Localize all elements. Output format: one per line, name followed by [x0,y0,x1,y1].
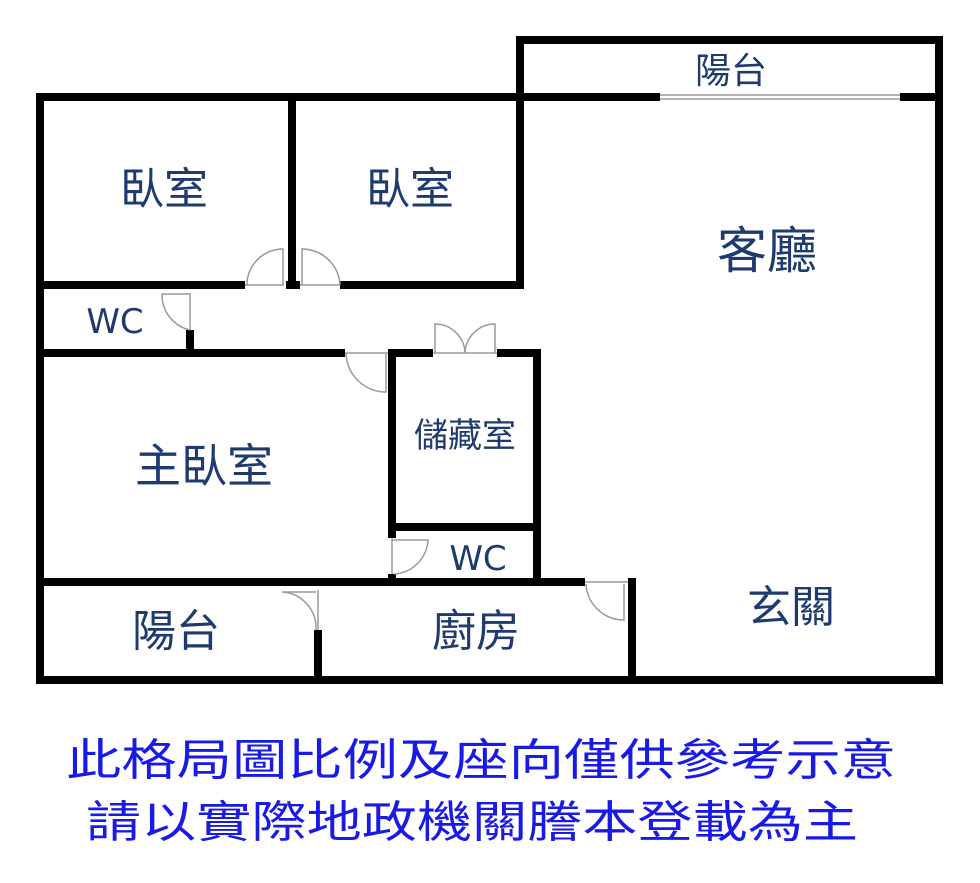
wall [900,93,943,101]
wall [288,93,296,289]
door-icon [585,581,628,621]
room-label-living-room: 客廳 [717,222,817,280]
room-label-entrance: 玄關 [747,582,835,633]
wall [935,36,943,684]
wall [314,630,322,684]
disclaimer-line-1: 此格局圖比例及座向僅供參考示意 [66,735,896,786]
wall [186,330,194,357]
wall [36,93,524,101]
door-icon [281,590,319,631]
door-icon [345,352,388,393]
room-label-bedroom-1: 臥室 [120,164,208,215]
sliding-door-icon [660,94,900,100]
disclaimer-line-2: 請以實際地政機關謄本登載為主 [86,797,858,848]
room-label-bedroom-2: 臥室 [366,164,454,215]
walls [36,36,943,684]
room-label-balcony-bottom: 陽台 [132,606,220,657]
double-door-icon [433,323,497,354]
wall [516,36,524,289]
wall [286,281,300,289]
door-icon [391,538,429,575]
wall [36,281,245,289]
wall [516,36,943,44]
wall [519,93,660,101]
wall [388,349,396,538]
wall [340,281,524,289]
room-label-storage: 儲藏室 [414,416,516,456]
wall [388,523,541,531]
wall [36,676,943,684]
door-icon [300,248,341,286]
wall [388,349,433,357]
room-label-balcony-top: 陽台 [695,51,767,92]
room-label-wc-1: WC [86,302,143,342]
room-label-master-bedroom: 主臥室 [135,439,273,493]
door-icon [245,248,284,286]
wall [533,349,541,586]
room-labels: 陽台 臥室 臥室 客廳 WC 儲藏室 主臥室 WC 玄關 陽台 廚房 [86,51,835,657]
wall [497,349,541,357]
room-label-wc-2: WC [449,539,506,579]
wall [36,578,585,586]
doors [161,94,900,631]
wall [36,349,345,357]
door-icon [161,293,191,331]
room-label-kitchen: 廚房 [432,606,520,657]
wall [628,578,636,684]
wall [36,93,44,684]
